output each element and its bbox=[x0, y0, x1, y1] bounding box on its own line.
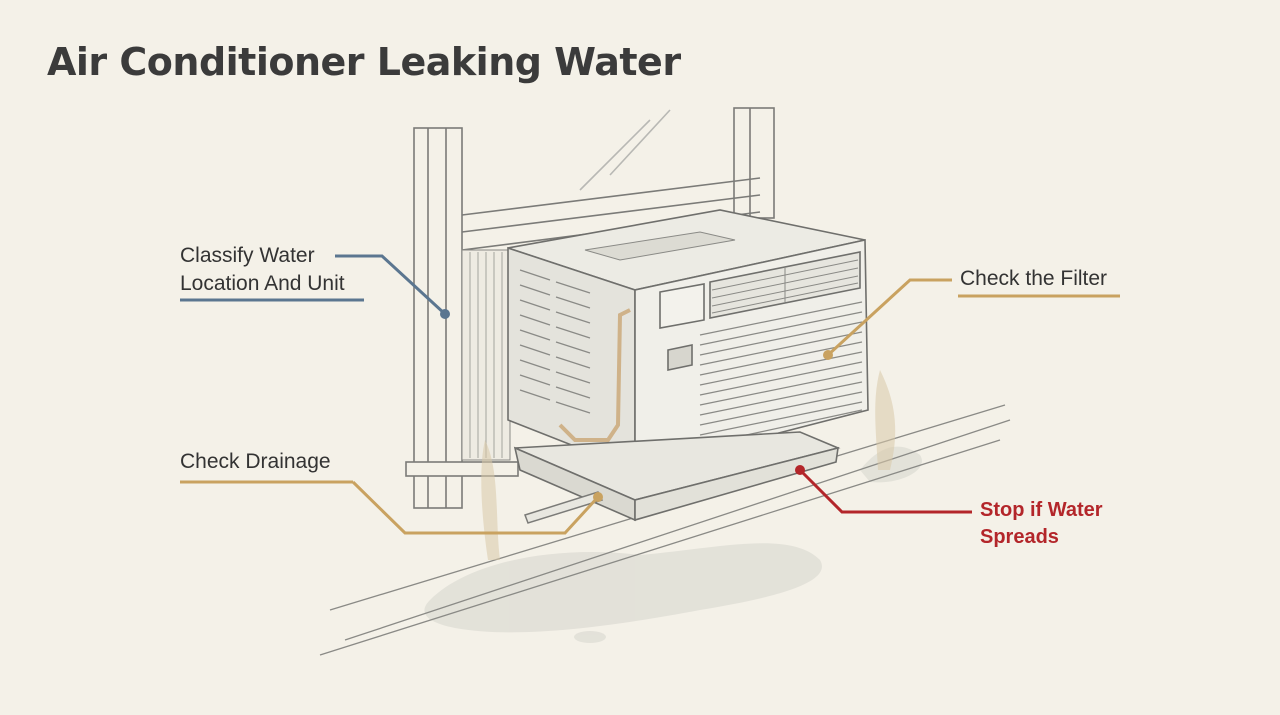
pin-stop bbox=[795, 465, 805, 475]
pin-classify bbox=[440, 309, 450, 319]
page-title: Air Conditioner Leaking Water bbox=[47, 40, 681, 84]
callout-filter: Check the Filter bbox=[960, 265, 1107, 293]
leader-classify bbox=[180, 254, 447, 316]
callout-classify-line2: Location And Unit bbox=[180, 272, 345, 295]
leader-drainage bbox=[180, 480, 600, 535]
callout-drainage: Check Drainage bbox=[180, 448, 331, 476]
callout-filter-line1: Check the Filter bbox=[960, 267, 1108, 290]
callout-stop: Stop if Water Spreads bbox=[980, 497, 1103, 551]
window-frame bbox=[405, 107, 775, 509]
drain-hose bbox=[524, 491, 604, 524]
pin-drainage bbox=[593, 492, 603, 502]
ac-unit bbox=[507, 209, 869, 472]
water-drips bbox=[481, 370, 896, 560]
callout-classify: Classify Water Location And Unit bbox=[180, 242, 345, 298]
callout-drainage-line1: Check Drainage bbox=[180, 450, 331, 473]
leader-filter bbox=[826, 278, 1120, 357]
drain-pipe bbox=[558, 308, 631, 442]
drip-pan bbox=[513, 431, 841, 522]
callout-stop-line1: Stop if Water bbox=[980, 499, 1103, 521]
wall-panel bbox=[461, 249, 511, 461]
callout-classify-line1: Classify Water bbox=[180, 244, 315, 267]
leader-stop bbox=[798, 468, 972, 514]
callout-stop-line2: Spreads bbox=[980, 526, 1059, 548]
pin-filter bbox=[823, 350, 833, 360]
